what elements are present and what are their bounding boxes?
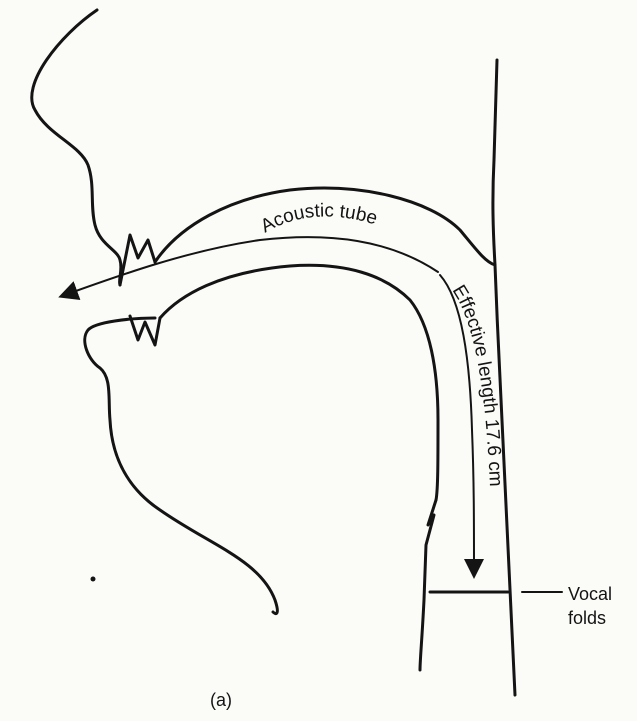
- figure-caption: (a): [210, 690, 232, 711]
- vocal-folds-label: Vocal folds: [568, 582, 612, 630]
- upper-lip-serration: [120, 235, 155, 285]
- face-upper-profile: [32, 10, 121, 285]
- acoustic-tube-label: Acoustic tube: [257, 200, 379, 237]
- ink-dot: [91, 577, 96, 582]
- lower-lip: [85, 318, 278, 614]
- epiglottis: [420, 500, 436, 670]
- pharynx-back-wall: [493, 60, 497, 265]
- tongue-dorsum: [160, 265, 438, 500]
- lower-lip-serration: [130, 316, 160, 345]
- acoustic-tube-centerline: [62, 237, 438, 296]
- vocal-folds-label-line2: folds: [568, 606, 612, 630]
- vocal-folds-label-line1: Vocal: [568, 582, 612, 606]
- palate-roof: [155, 188, 495, 265]
